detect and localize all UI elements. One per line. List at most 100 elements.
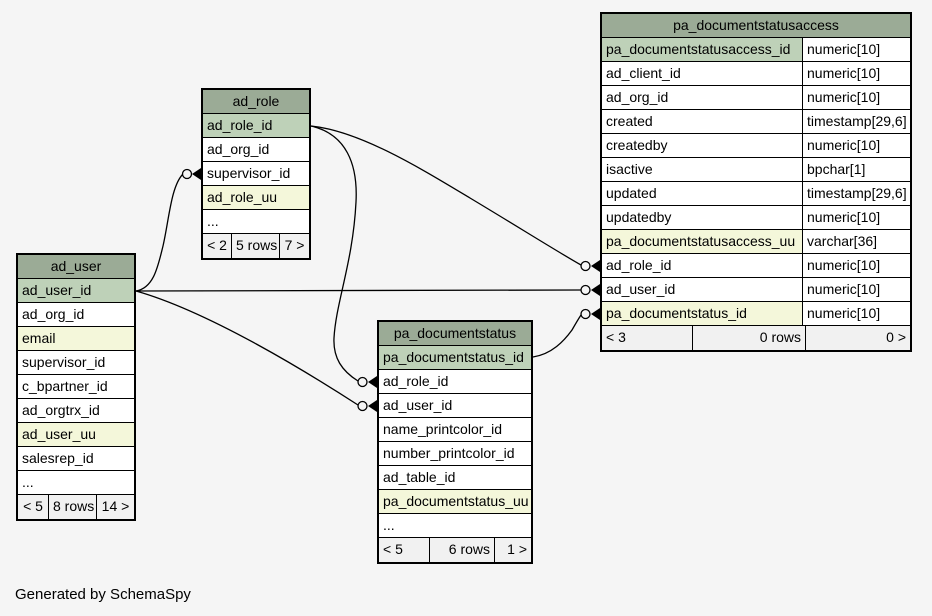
column-name: supervisor_id: [207, 165, 291, 181]
column-type: timestamp[29,6]: [802, 182, 910, 205]
column-name: ad_role_uu: [207, 189, 278, 205]
table-footer: < 2 5 rows 7 >: [203, 234, 309, 258]
table-pa_documentstatus[interactable]: pa_documentstatus pa_documentstatus_id a…: [377, 320, 533, 564]
column-row: updated timestamp[29,6]: [602, 182, 910, 206]
crow-foot-arrow-icon: [192, 168, 201, 180]
row-count: 5 rows: [231, 234, 279, 258]
relationship-line-adrole-docstatus-adroleid: [310, 125, 359, 382]
column-name: ...: [207, 213, 219, 229]
table-title[interactable]: pa_documentstatus: [379, 322, 531, 346]
crow-foot-arrow-icon: [591, 260, 600, 272]
column-name: ad_user_id: [383, 397, 453, 413]
column-name: ad_org_id: [606, 89, 669, 105]
column-row: ...: [18, 471, 134, 495]
table-footer: < 3 0 rows 0 >: [602, 326, 910, 350]
column-name: ad_org_id: [207, 141, 270, 157]
column-name: ...: [383, 517, 395, 533]
column-row: ad_user_id: [18, 279, 134, 303]
relationship-line-aduser-adrole-supervisor: [135, 173, 184, 292]
column-row: ad_table_id: [379, 466, 531, 490]
cardinality-circle: [181, 168, 193, 180]
cardinality-circle: [357, 376, 368, 388]
column-name: updated: [606, 185, 657, 201]
crow-foot-arrow-icon: [368, 400, 377, 412]
column-type: varchar[36]: [802, 230, 910, 253]
table-title[interactable]: pa_documentstatusaccess: [602, 14, 910, 38]
relationship-line-aduser-access-aduserid: [135, 289, 582, 292]
cardinality-circle: [580, 260, 591, 272]
columns-next-count: 1 >: [494, 538, 531, 562]
column-name: ad_org_id: [22, 306, 85, 322]
column-row: pa_documentstatusaccess_uu varchar[36]: [602, 230, 910, 254]
table-footer: < 5 6 rows 1 >: [379, 538, 531, 562]
columns-next-count: 7 >: [279, 234, 309, 258]
column-name: email: [22, 330, 56, 346]
column-row: supervisor_id: [18, 351, 134, 375]
column-name: created: [606, 113, 653, 129]
table-title[interactable]: ad_role: [203, 90, 309, 114]
column-type: numeric[10]: [802, 134, 910, 157]
column-row: ad_role_id numeric[10]: [602, 254, 910, 278]
column-row: ...: [379, 514, 531, 538]
table-pa_documentstatusaccess[interactable]: pa_documentstatusaccess pa_documentstatu…: [600, 12, 912, 352]
column-type: numeric[10]: [802, 302, 910, 325]
column-row: pa_documentstatus_id: [379, 346, 531, 370]
column-name: pa_documentstatus_id: [602, 302, 802, 325]
cardinality-circle: [357, 400, 368, 412]
table-ad_role[interactable]: ad_role ad_role_id ad_org_id supervisor_…: [201, 88, 311, 260]
column-name: supervisor_id: [22, 354, 106, 370]
column-row: supervisor_id: [203, 162, 309, 186]
column-row: isactive bpchar[1]: [602, 158, 910, 182]
column-type: timestamp[29,6]: [802, 110, 910, 133]
crow-foot-arrow-icon: [591, 308, 600, 320]
column-type: numeric[10]: [802, 254, 910, 277]
column-type: numeric[10]: [802, 278, 910, 301]
relationship-line-aduser-docstatus-aduserid: [135, 290, 359, 406]
column-name: pa_documentstatusaccess_uu: [602, 230, 802, 253]
generated-by-note: Generated by SchemaSpy: [15, 586, 191, 603]
column-row: name_printcolor_id: [379, 418, 531, 442]
column-name: ad_user_uu: [22, 426, 96, 442]
cardinality-circle: [580, 308, 591, 320]
column-type: bpchar[1]: [802, 158, 910, 181]
column-row: updatedby numeric[10]: [602, 206, 910, 230]
column-row: c_bpartner_id: [18, 375, 134, 399]
column-type: numeric[10]: [802, 62, 910, 85]
column-row: number_printcolor_id: [379, 442, 531, 466]
column-row: pa_documentstatusaccess_id numeric[10]: [602, 38, 910, 62]
columns-prev-count: < 2: [207, 237, 227, 253]
table-ad_user[interactable]: ad_user ad_user_id ad_org_id email super…: [16, 253, 136, 521]
column-row: ...: [203, 210, 309, 234]
column-name: ad_role_id: [207, 117, 273, 133]
columns-prev-count: < 3: [606, 329, 626, 345]
cardinality-circle: [580, 284, 591, 296]
columns-next-count: 0 >: [805, 326, 910, 350]
table-title[interactable]: ad_user: [18, 255, 134, 279]
column-name: ad_orgtrx_id: [22, 402, 100, 418]
column-name: ad_table_id: [383, 469, 456, 485]
column-row: ad_role_id: [379, 370, 531, 394]
column-row: ad_org_id: [18, 303, 134, 327]
column-name: updatedby: [606, 209, 672, 225]
column-row: ad_user_id numeric[10]: [602, 278, 910, 302]
columns-prev-count: < 5: [383, 541, 403, 557]
crow-foot-arrow-icon: [591, 284, 600, 296]
crow-foot-arrow-icon: [368, 376, 377, 388]
column-name: ...: [22, 474, 34, 490]
column-row: ad_role_uu: [203, 186, 309, 210]
column-name: ad_role_id: [606, 257, 672, 273]
row-count: 8 rows: [48, 495, 96, 519]
column-name: number_printcolor_id: [383, 445, 515, 461]
column-type: numeric[10]: [802, 38, 910, 61]
column-name: salesrep_id: [22, 450, 94, 466]
column-row: ad_user_id: [379, 394, 531, 418]
column-row: ad_role_id: [203, 114, 309, 138]
column-name: c_bpartner_id: [22, 378, 108, 394]
column-name: createdby: [606, 137, 668, 153]
column-row: pa_documentstatus_uu: [379, 490, 531, 514]
column-name: pa_documentstatus_id: [383, 349, 524, 365]
column-row: createdby numeric[10]: [602, 134, 910, 158]
column-name: pa_documentstatus_uu: [383, 493, 529, 509]
column-type: numeric[10]: [802, 86, 910, 109]
